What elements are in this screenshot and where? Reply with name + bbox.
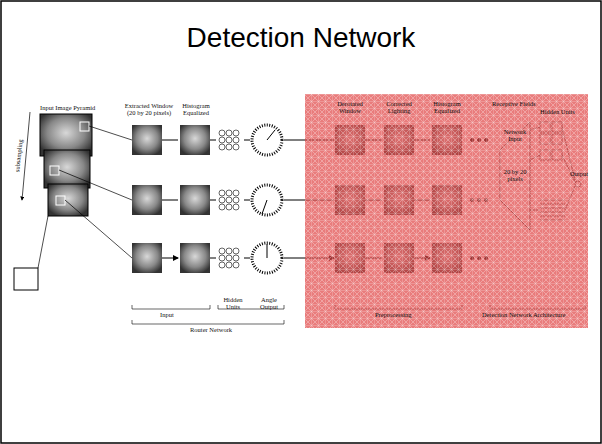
window-label: Extracted Window (20 by 20 pixels)	[124, 102, 174, 116]
slide-title: Detection Network	[0, 22, 602, 54]
layer-label: Network Input	[501, 128, 529, 142]
step-label: Corrected Lighting	[381, 100, 417, 114]
layer-label: Angle Output	[254, 296, 284, 310]
step-label: Histogram Equalized	[429, 100, 465, 114]
layer-label: Output	[570, 170, 588, 177]
arrow-label: subsampling	[13, 139, 24, 172]
group-label: Input	[160, 311, 174, 318]
size-label: 20 by 20 pixels	[502, 168, 528, 182]
layer-label: Receptive Fields	[492, 100, 536, 107]
group-label: Router Network	[190, 326, 232, 333]
step-label: Derotated Window	[332, 100, 368, 114]
step-label: Histogram Equalized	[178, 102, 214, 116]
layer-label: Hidden Units	[540, 108, 575, 115]
pyramid-label: Input Image Pyramid	[40, 104, 95, 111]
group-label: Preprocessing	[375, 311, 411, 318]
group-label: Detection Network Architecture	[482, 311, 565, 318]
layer-label: Hidden Units	[218, 296, 248, 310]
